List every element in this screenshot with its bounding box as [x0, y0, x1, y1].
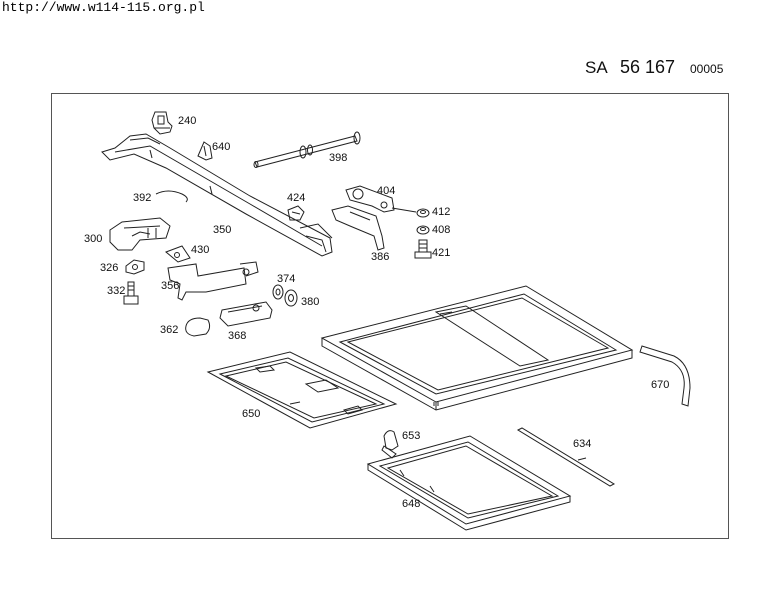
part-380-nut — [284, 289, 298, 307]
part-374-washer — [272, 284, 284, 300]
label-653: 653 — [402, 430, 420, 442]
group-number: 56 167 — [620, 57, 676, 77]
label-386: 386 — [371, 251, 389, 263]
label-404: 404 — [377, 185, 395, 197]
label-392: 392 — [133, 192, 151, 204]
label-421: 421 — [432, 247, 450, 259]
roof-frame — [320, 285, 634, 411]
part-300-bracket — [109, 217, 171, 251]
label-380: 380 — [301, 296, 319, 308]
part-653-clip — [381, 430, 399, 459]
part-412-nut — [416, 208, 430, 218]
part-398-rod — [253, 131, 361, 168]
part-362-pad — [185, 317, 211, 337]
part-332-screw — [123, 281, 139, 305]
label-650: 650 — [242, 408, 260, 420]
label-412: 412 — [432, 206, 450, 218]
label-634: 634 — [573, 438, 591, 450]
label-408: 408 — [432, 224, 450, 236]
label-670: 670 — [651, 379, 669, 391]
label-374: 374 — [277, 273, 295, 285]
drawing-code: 00005 — [690, 62, 724, 76]
label-326: 326 — [100, 262, 118, 274]
source-url: http://www.w114-115.org.pl — [2, 0, 205, 15]
label-424: 424 — [287, 192, 305, 204]
label-240: 240 — [178, 115, 196, 127]
sa-label: SA — [585, 58, 608, 77]
part-640-clip — [197, 141, 213, 161]
part-404-plate — [345, 185, 395, 213]
label-332: 332 — [107, 285, 125, 297]
part-634-strip — [516, 427, 616, 487]
label-648: 648 — [402, 498, 420, 510]
part-424-clip — [287, 205, 305, 221]
part-670-seal — [639, 345, 691, 407]
part-392-wire — [155, 190, 188, 203]
label-430: 430 — [191, 244, 209, 256]
part-368-slider — [219, 301, 273, 327]
label-362: 362 — [160, 324, 178, 336]
part-326-nut — [125, 259, 145, 275]
part-648-frame — [366, 435, 572, 531]
label-398: 398 — [329, 152, 347, 164]
label-300: 300 — [84, 233, 102, 245]
diagram-frame — [51, 93, 729, 539]
label-356: 356 — [161, 280, 179, 292]
part-350-rail — [101, 133, 333, 257]
part-430-nut — [165, 245, 191, 263]
label-368: 368 — [228, 330, 246, 342]
part-421-screw — [414, 239, 432, 259]
part-356-lever — [167, 261, 259, 301]
part-240-clip — [151, 111, 173, 135]
part-386-bracket — [331, 205, 385, 251]
part-650-panel — [206, 351, 398, 429]
label-350: 350 — [213, 224, 231, 236]
label-640: 640 — [212, 141, 230, 153]
part-408-washer — [416, 225, 430, 235]
leader-404 — [391, 207, 417, 213]
